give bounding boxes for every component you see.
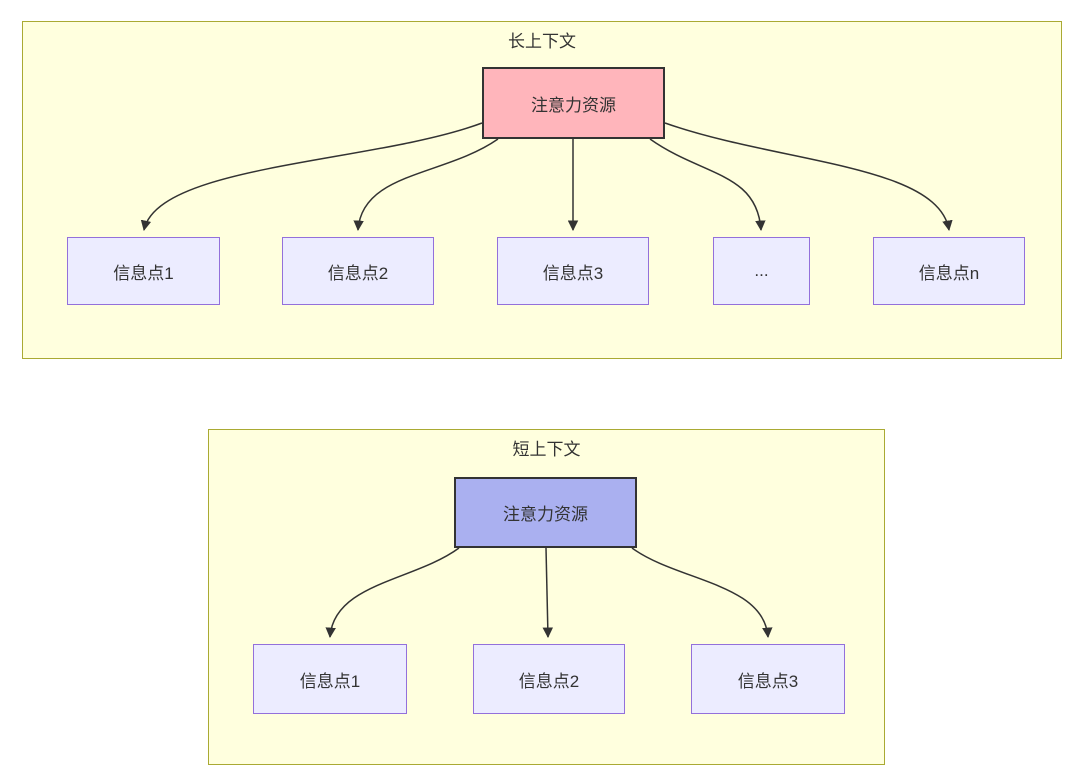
short-info-node-1: 信息点1 [253, 644, 407, 714]
long-info-node-ellipsis: ... [713, 237, 810, 305]
long-info-node-ellipsis-label: ... [754, 261, 769, 280]
long-info-node-1-label: 信息点1 [113, 263, 174, 283]
long-attention-resource-label: 注意力资源 [531, 95, 616, 115]
short-info-node-1-label: 信息点1 [299, 671, 361, 691]
long-info-node-3-label: 信息点3 [542, 263, 604, 283]
short-info-node-3-label: 信息点3 [737, 671, 799, 691]
long-context-panel-title: 长上下文 [508, 32, 576, 51]
long-info-node-2-label: 信息点2 [327, 263, 389, 283]
long-attention-resource-node: 注意力资源 [482, 67, 665, 139]
short-info-node-2: 信息点2 [473, 644, 625, 714]
long-info-node-2: 信息点2 [282, 237, 434, 305]
short-info-node-2-label: 信息点2 [518, 671, 580, 691]
short-attention-resource-node: 注意力资源 [454, 477, 637, 548]
long-info-node-3: 信息点3 [497, 237, 649, 305]
short-info-node-3: 信息点3 [691, 644, 845, 714]
long-info-node-n: 信息点n [873, 237, 1025, 305]
short-attention-resource-label: 注意力资源 [503, 505, 588, 524]
short-context-panel-title: 短上下文 [512, 440, 581, 459]
long-info-node-1: 信息点1 [67, 237, 220, 305]
long-info-node-n-label: 信息点n [918, 263, 980, 283]
